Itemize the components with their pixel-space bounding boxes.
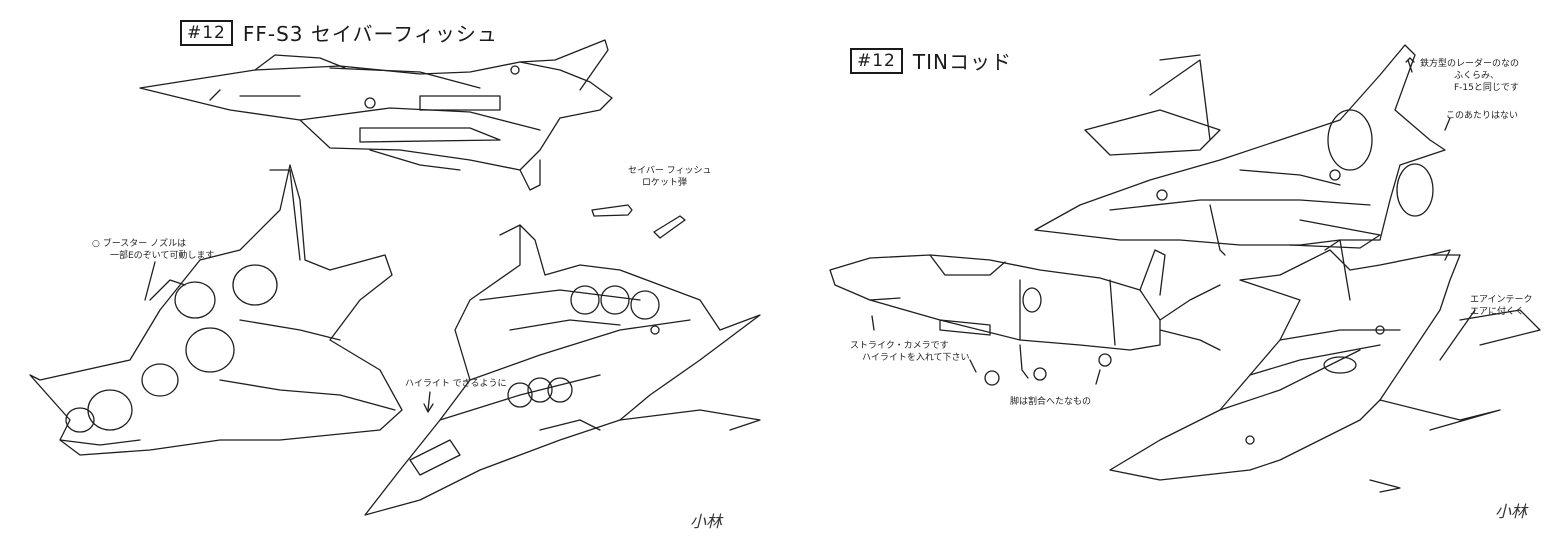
artist-signature-left: 小林 [690,512,723,531]
saberfish-top-view [364,224,761,516]
rocket-note: セイバー フィッシュ ロケット弾 [628,165,712,189]
artist-signature-right: 小林 [1495,502,1528,521]
rockets [591,204,686,239]
panel-tincod: #12 TINコッド [780,0,1560,550]
radar-note: 鉄方型のレーダーのなの ふくらみ、 F-15と同じです [1420,58,1519,94]
note-arrows [144,261,434,413]
saberfish-title: #12 FF-S3 セイバーフィッシュ [180,18,498,47]
rocket-note-line1: セイバー フィッシュ [628,166,712,176]
exhaust-note: エアインテーク エアに付くく [1470,294,1533,318]
tincod-top-view [1109,239,1541,493]
notop-note: このあたりはない [1446,111,1519,121]
panel-saberfish: #12 FF-S3 セイバーフィッシュ [29,18,761,531]
exhaust-note-line2: エアに付くく [1470,307,1525,317]
episode-badge: #12 [850,47,903,74]
camera-note: ストライク・カメラです ハイライトを入れて下さい [850,340,970,364]
hilight-note: ハイライト できるように [405,379,507,389]
radar-note-line3: F-15と同じです [1454,83,1519,93]
camera-note-line2: ハイライトを入れて下さい [862,353,970,363]
episode-badge: #12 [180,19,233,46]
tincod-side-view [829,249,1221,386]
tincod-title-text: TINコッド [912,50,1012,74]
booster-note-line2: 一部Eのぞいて可動します [110,251,215,261]
gear-note: 脚は割合へたなもの [1010,397,1092,407]
booster-note-line1: ○ ブースター ノズルは [92,239,187,249]
saberfish-side-view [139,39,613,191]
saberfish-rear-view [29,164,403,456]
saberfish-drawing [29,39,761,516]
tincod-title: #12 TINコッド [850,46,1012,75]
exhaust-note-line1: エアインテーク [1470,295,1533,305]
camera-note-line1: ストライク・カメラです [850,341,949,351]
note-arrows [871,57,1476,385]
booster-note: ○ ブースター ノズルは 一部Eのぞいて可動します [92,238,214,262]
saberfish-title-text: FF-S3 セイバーフィッシュ [242,22,498,46]
rocket-note-line2: ロケット弾 [642,178,688,188]
radar-note-line2: ふくらみ、 [1454,71,1500,81]
tincod-drawing [829,44,1541,493]
tincod-underside-view [1034,44,1446,256]
radar-note-line1: 鉄方型のレーダーのなの [1420,59,1520,69]
